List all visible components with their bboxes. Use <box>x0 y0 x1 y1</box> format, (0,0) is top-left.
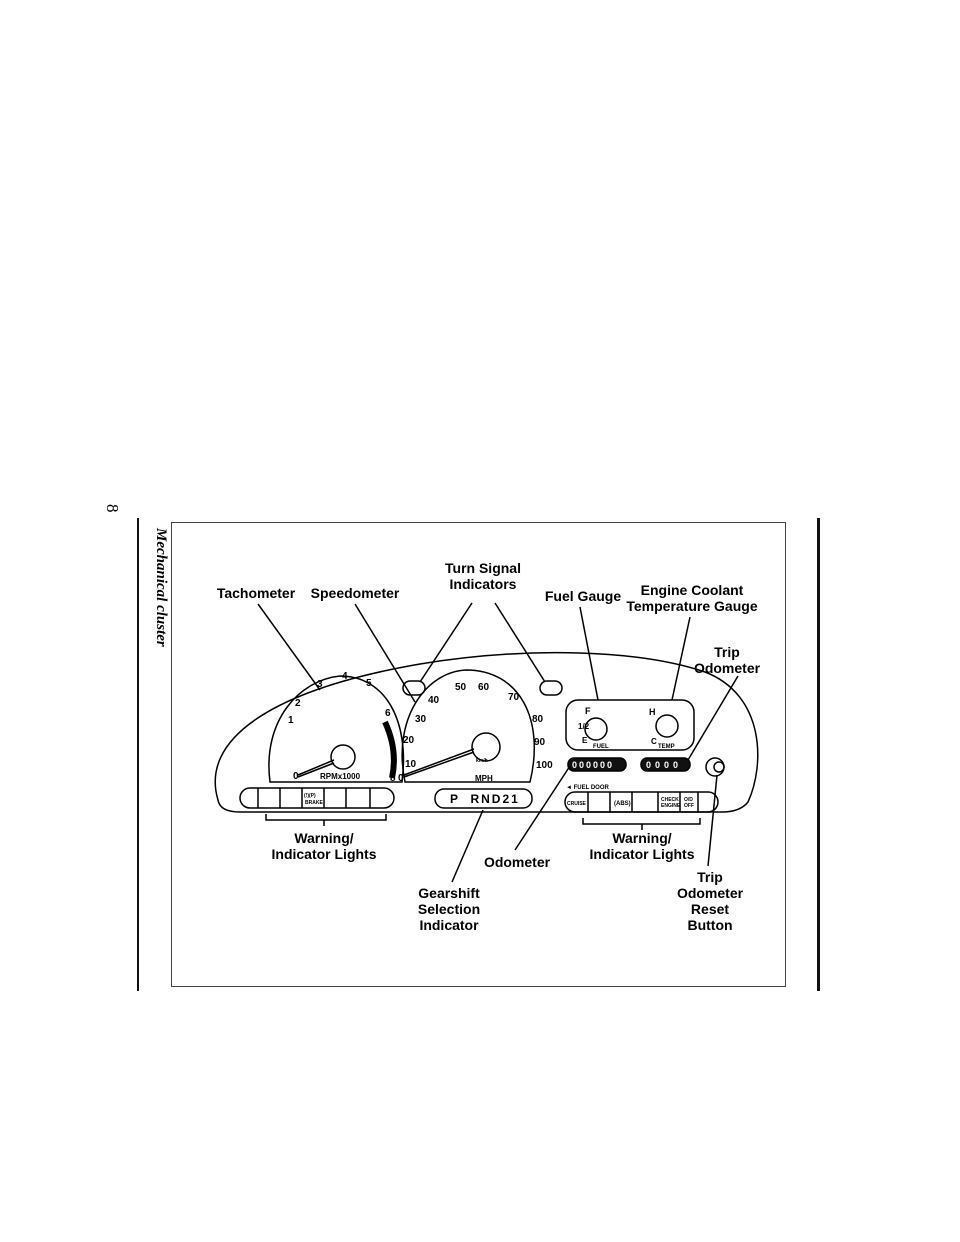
figure-frame <box>171 522 786 987</box>
trip-odometer-display <box>640 757 691 772</box>
tachometer-hub <box>330 744 356 770</box>
fuel-temp-panel <box>565 699 695 751</box>
leader-lines <box>257 602 739 883</box>
callout-line: Indicator <box>419 917 479 933</box>
callout-line: Selection <box>417 901 481 917</box>
right-warning-strip <box>564 791 719 813</box>
fuel-empty-label: E <box>582 736 588 745</box>
callout-line: Temperature Gauge <box>626 598 758 614</box>
tach-tick-label: 5 <box>366 678 372 689</box>
fuel-door-label: ◄ FUEL DOOR <box>566 785 609 791</box>
od-off-light: O/D <box>684 797 693 803</box>
speedometer-hub <box>471 732 501 762</box>
speedo-tick-label: 60 <box>478 682 490 693</box>
gear-indicator-strip <box>434 788 533 809</box>
callout-line: Odometer <box>693 660 761 676</box>
fuel-gauge-hub <box>584 717 608 741</box>
fuel-label: FUEL <box>593 744 609 750</box>
speedo-tick-label: 20 <box>403 735 415 746</box>
abs-light: (ABS) <box>614 801 631 807</box>
callout-line: Button <box>687 917 733 933</box>
tach-tick-label: 0 <box>293 771 299 782</box>
odometer-display <box>567 757 627 772</box>
callout-line: Warning/ <box>294 830 354 846</box>
speedometer-dial <box>401 669 535 783</box>
tach-tick-label: 7 <box>390 748 396 759</box>
fuel-full-label: F <box>585 706 591 716</box>
speedo-tick-label: 10 <box>405 759 417 770</box>
tach-tick-label: 4 <box>342 671 348 682</box>
right-turn-signal-icon <box>539 680 563 696</box>
callout-fuel-gauge: Fuel Gauge <box>544 588 622 604</box>
speedo-tick-label: 70 <box>508 692 520 703</box>
callout-warning-lights-right: Warning/Indicator Lights <box>590 830 695 862</box>
callout-line: Trip <box>697 869 723 885</box>
callout-tachometer: Tachometer <box>216 585 296 601</box>
callout-line: Engine Coolant <box>640 582 744 598</box>
gear-indicator-text: P RND21 <box>450 792 520 806</box>
callout-line: Indicators <box>449 576 517 592</box>
brake-light: (!)(P) <box>304 793 316 799</box>
callout-line: Warning/ <box>612 830 672 846</box>
callout-line: Turn Signal <box>445 560 521 576</box>
tach-tick-label: 1 <box>288 715 294 726</box>
od-off-light-line2: OFF <box>684 803 694 809</box>
trip-odometer-value: 0000 <box>646 760 682 770</box>
speedo-tick-label: 50 <box>455 682 467 693</box>
speedo-tick-label: 100 <box>536 760 553 771</box>
callout-line: Indicator Lights <box>271 846 377 862</box>
callout-line: Gearshift <box>418 885 480 901</box>
callout-warning-lights-left: Warning/Indicator Lights <box>272 830 377 862</box>
left-turn-signal-icon <box>402 680 426 696</box>
cruise-light: CRUISE <box>567 801 587 807</box>
tachometer-dial <box>268 675 405 783</box>
speedo-tick-label: 0 <box>398 773 404 784</box>
speedo-tick-label: 40 <box>428 695 440 706</box>
callout-odometer: Odometer <box>483 854 551 870</box>
temp-cold-label: C <box>651 737 657 746</box>
fuel-half-label: 1/2 <box>578 722 590 731</box>
callout-line: Trip <box>714 644 740 660</box>
right-bracket <box>582 818 701 825</box>
temp-hot-label: H <box>649 707 656 717</box>
brake-light-line2: BRAKE <box>305 800 323 806</box>
callout-line: Indicator Lights <box>589 846 695 862</box>
tach-unit: RPMx1000 <box>320 772 361 781</box>
speedo-tick-label: 30 <box>415 714 427 725</box>
temp-gauge-hub <box>655 714 679 738</box>
tach-tick-label: 8 <box>390 773 396 784</box>
trip-reset-knob <box>705 757 725 777</box>
callout-speedometer: Speedometer <box>310 585 400 601</box>
check-engine-light: CHECK <box>661 797 679 803</box>
callout-line: Reset <box>690 901 730 917</box>
callout-line: Odometer <box>676 885 744 901</box>
tach-tick-label: 3 <box>317 679 323 690</box>
speedo-unit: MPH <box>475 774 493 783</box>
tach-tick-label: 2 <box>295 698 301 709</box>
left-margin-rule <box>137 518 139 991</box>
odometer-value: 000000 <box>572 760 614 770</box>
tach-tick-label: 6 <box>385 708 391 719</box>
left-bracket <box>265 814 387 821</box>
right-margin-rule <box>817 518 820 991</box>
speedo-tick-label: 80 <box>532 714 544 725</box>
check-engine-light-line2: ENGINE <box>661 803 681 809</box>
speedo-tick-label: 90 <box>534 737 546 748</box>
speedo-sub-unit: km/h <box>476 758 488 764</box>
left-warning-strip <box>239 787 395 809</box>
temp-label: TEMP <box>658 744 675 750</box>
